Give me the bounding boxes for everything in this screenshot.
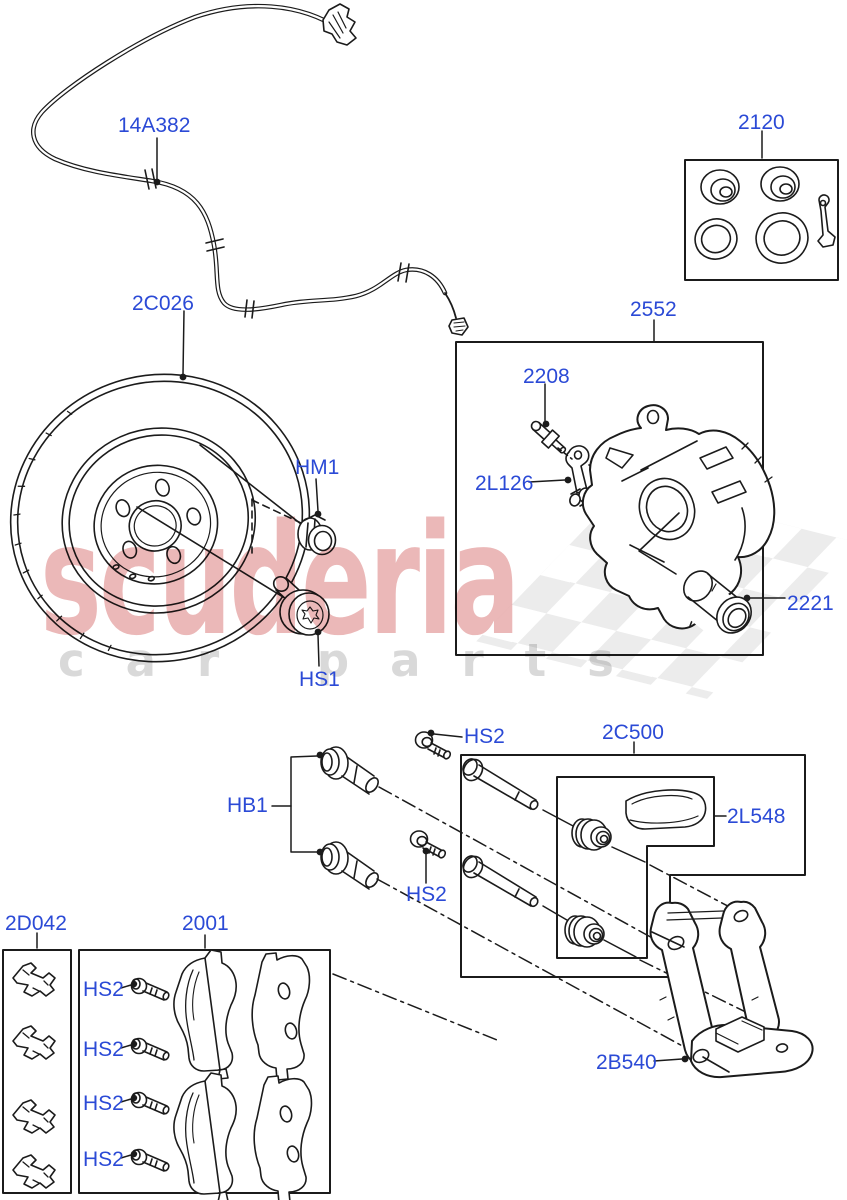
part-label-2120[interactable]: 2120 — [738, 111, 785, 134]
part-label-2l126[interactable]: 2L126 — [475, 472, 534, 495]
part-label-hs2-pad1[interactable]: HS2 — [83, 978, 124, 1001]
clip-kit-box-2d042 — [2, 949, 72, 1194]
part-label-2l548[interactable]: 2L548 — [727, 805, 786, 828]
guide-pin-boot-bottom — [564, 915, 605, 948]
part-label-hm1[interactable]: HM1 — [295, 456, 340, 479]
caliper-anchor-plate-2b540 — [649, 900, 814, 1079]
guide-pin-top — [458, 755, 541, 812]
watermark-subtitle-text: car parts — [58, 634, 655, 687]
part-label-2d042[interactable]: 2D042 — [5, 912, 67, 935]
guide-bolt-hb1-bottom — [320, 841, 382, 891]
part-label-2552[interactable]: 2552 — [630, 298, 677, 321]
guide-pin-bolt-hs2-top — [414, 731, 453, 761]
caliper-piston-2221 — [667, 568, 752, 635]
part-label-hs2-pad4[interactable]: HS2 — [83, 1148, 124, 1171]
disc-retaining-screw-hs1 — [272, 575, 330, 636]
bleed-screw-2208 — [530, 420, 569, 456]
guide-bolt-hb1-top — [320, 746, 382, 796]
part-label-14a382[interactable]: 14A382 — [118, 114, 191, 137]
part-label-hs2-pad2[interactable]: HS2 — [83, 1038, 124, 1061]
part-label-2c500[interactable]: 2C500 — [602, 721, 664, 744]
brake-disc — [9, 373, 311, 663]
part-label-hs2-mid[interactable]: HS2 — [406, 883, 447, 906]
part-label-hb1[interactable]: HB1 — [227, 794, 268, 817]
part-label-2221[interactable]: 2221 — [787, 592, 834, 615]
part-label-hs2-upper[interactable]: HS2 — [464, 725, 505, 748]
watermark-brand-text: scuderia — [40, 490, 520, 670]
part-label-2c026[interactable]: 2C026 — [132, 292, 194, 315]
pad-kit-box-2001 — [78, 949, 331, 1200]
part-label-hs2-pad3[interactable]: HS2 — [83, 1092, 124, 1115]
part-label-2208[interactable]: 2208 — [523, 365, 570, 388]
part-label-2001[interactable]: 2001 — [182, 912, 229, 935]
brake-caliper — [581, 404, 776, 630]
assembly-axis-lines — [332, 786, 765, 1055]
lug-nut-hm1 — [297, 514, 337, 556]
part-label-hs1[interactable]: HS1 — [299, 668, 340, 691]
guide-pin-boot-top — [571, 818, 612, 851]
guide-pin-bolt-hs2-bottom — [409, 830, 448, 860]
leader-lines — [36, 130, 786, 1159]
guide-pin-bottom — [458, 852, 541, 909]
grease-sachet — [625, 789, 707, 830]
part-label-2b540[interactable]: 2B540 — [596, 1051, 657, 1074]
seal-kit-box-2120 — [684, 159, 839, 281]
guide-pin-kit-box-2c500 — [460, 754, 806, 978]
abs-sensor-harness — [31, 3, 469, 336]
inner-kit-box-2l548 — [556, 776, 715, 959]
